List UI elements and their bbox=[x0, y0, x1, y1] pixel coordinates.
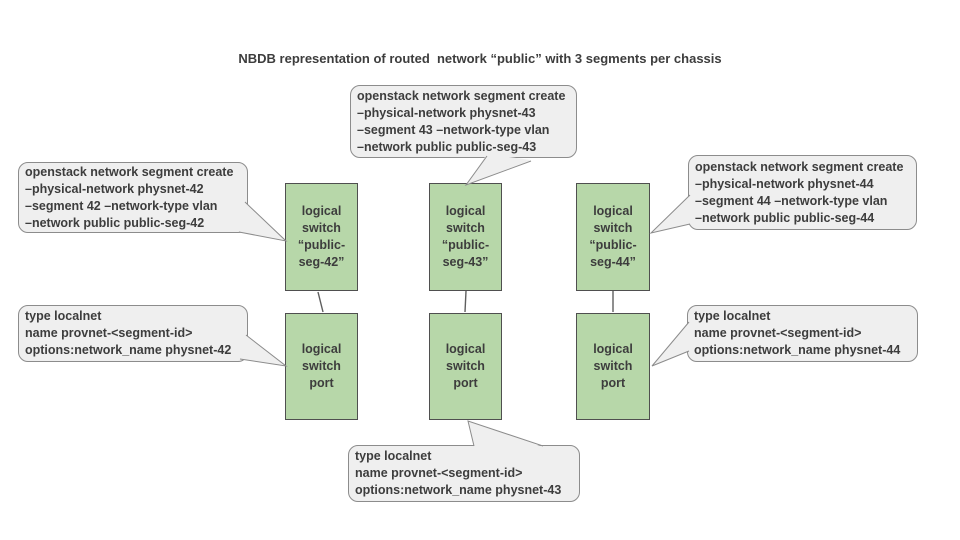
create-segment-callout-44-text: openstack network segment create –physic… bbox=[695, 159, 904, 225]
diagram-title: NBDB representation of routed network “p… bbox=[238, 51, 722, 66]
logical-switch-box-43: logical switch “public- seg-43” bbox=[429, 183, 502, 291]
logical-switch-box-44: logical switch “public- seg-44” bbox=[576, 183, 650, 291]
localnet-callout-43: type localnet name provnet-<segment-id> … bbox=[348, 445, 580, 502]
logical-switch-box-42: logical switch “public- seg-42” bbox=[285, 183, 358, 291]
logical-switch-port-box-42: logical switch port bbox=[285, 313, 358, 420]
connector-line-43 bbox=[464, 290, 467, 313]
create-segment-callout-44: openstack network segment create –physic… bbox=[688, 155, 917, 230]
callout-tail-localnet-43 bbox=[467, 420, 544, 447]
create-segment-callout-43-text: openstack network segment create –physic… bbox=[357, 88, 566, 154]
create-segment-callout-43: openstack network segment create –physic… bbox=[350, 85, 577, 158]
callout-tail-localnet-44 bbox=[651, 321, 690, 367]
localnet-callout-44: type localnet name provnet-<segment-id> … bbox=[687, 305, 918, 362]
callout-tail-create-43 bbox=[464, 154, 532, 187]
localnet-callout-42: type localnet name provnet-<segment-id> … bbox=[18, 305, 248, 362]
create-segment-callout-42: openstack network segment create –physic… bbox=[18, 162, 248, 233]
callout-tail-create-44 bbox=[649, 194, 691, 234]
create-segment-callout-42-text: openstack network segment create –physic… bbox=[25, 164, 234, 230]
connector-line-42 bbox=[317, 291, 324, 313]
localnet-callout-43-text: type localnet name provnet-<segment-id> … bbox=[355, 449, 562, 497]
logical-switch-port-box-44: logical switch port bbox=[576, 313, 650, 420]
localnet-callout-44-text: type localnet name provnet-<segment-id> … bbox=[694, 309, 901, 357]
localnet-callout-42-text: type localnet name provnet-<segment-id> … bbox=[25, 309, 232, 357]
logical-switch-port-box-43: logical switch port bbox=[429, 313, 502, 420]
